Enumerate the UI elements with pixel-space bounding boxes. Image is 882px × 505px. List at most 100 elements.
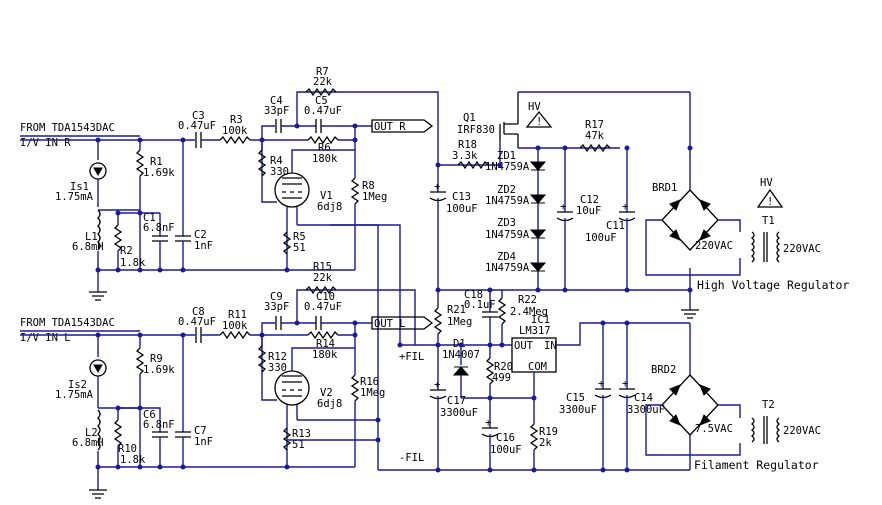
c11-val: 100uF [585,232,617,244]
zd1-ref: ZD1 [497,150,516,162]
t1-transformer [750,231,755,263]
r2-val: 1.8k [120,257,146,269]
c4-ref: C4 [270,95,283,107]
r22-ref: R22 [518,294,537,306]
zd3-ref: ZD3 [497,217,516,229]
q1-val: IRF830 [457,124,495,136]
l1-val: 6.8mH [72,241,104,253]
out-r-port [371,119,434,133]
r4-ref: R4 [270,155,283,167]
c4-capacitor [275,119,282,133]
c18-val: 0.1uF [464,299,496,311]
r20-ref: R20 [494,361,513,373]
ic1-ref: IC1 [531,314,550,326]
c10-capacitor [315,316,322,330]
brd2-ref: BRD2 [651,364,676,376]
r5-ref: R5 [293,231,306,243]
brd1-ref: BRD1 [652,182,677,194]
c16-ref: C16 [496,432,515,444]
zd3-val: 1N4759A [485,229,530,241]
r15-val: 22k [313,272,333,284]
is2-ref: Is2 [68,379,87,391]
t1-pri-label: 220VAC [783,243,821,255]
plus-fil-label: +FIL [399,351,424,363]
c5-capacitor [315,119,322,133]
r20-val: 499 [492,372,511,384]
zd4-zener [529,262,547,272]
ground-icon [89,291,107,301]
c3-ref: C3 [192,110,205,122]
input-r-line2: I/V IN R [20,137,71,149]
r21-ref: R21 [447,304,466,316]
svg-text:+: + [622,378,628,390]
zd2-ref: ZD2 [497,184,516,196]
t2-sec-label: 7.5VAC [695,423,733,435]
r12-resistor [257,345,267,373]
svg-text:+: + [622,201,628,213]
r1-val: 1.69k [143,167,175,179]
c1-capacitor [152,235,168,242]
out-r-label: OUT R [374,121,406,133]
r8-resistor [350,177,360,205]
v1-ref: V1 [320,190,333,202]
filament-regulator: +FIL -FIL R21 1Meg C18 0.1uF R22 2.4Meg … [378,289,821,472]
brd2-bridge [661,374,719,436]
r12-val: 330 [268,362,287,374]
c15-ref: C15 [566,392,585,404]
r8-val: 1Meg [362,191,387,203]
c9-ref: C9 [270,291,283,303]
v2-ref: V2 [320,387,333,399]
c6-val: 6.8nF [143,419,175,431]
out-l-port [371,316,434,330]
c11-ref: C11 [606,220,625,232]
q1-ref: Q1 [463,112,476,124]
t1-ref: T1 [762,215,775,227]
c7-capacitor [175,431,191,438]
svg-text:!: ! [767,196,773,208]
r11-resistor [219,330,251,340]
c18-ref: C18 [464,289,483,301]
c8-capacitor [195,327,202,343]
r12-ref: R12 [268,351,287,363]
r3-resistor [219,135,251,145]
zd4-val: 1N4759A [485,262,530,274]
r6-ref: R6 [318,142,331,154]
svg-text:+: + [560,201,566,213]
is2-val: 1.75mA [55,389,94,401]
r7-ref: R7 [316,66,329,78]
r17-ref: R17 [585,119,604,131]
r10-val: 1.8k [120,454,146,466]
r3-val: 100k [222,125,248,137]
c15-val: 3300uF [559,404,597,416]
l1-ref: L1 [85,231,98,243]
r11-val: 100k [222,320,248,332]
r18-val: 3.3k [452,150,478,162]
r22-resistor [497,297,507,325]
r2-resistor [113,224,123,252]
r17-resistor [579,143,611,153]
v2-val: 6dj8 [317,398,342,410]
r13-val: 51 [292,439,305,451]
is2-arrow-icon [93,364,103,374]
q1-mosfet [499,92,519,148]
svg-text:+: + [434,379,440,391]
c7-ref: C7 [194,425,207,437]
c17-ref: C17 [447,395,466,407]
r7-resistor [305,87,337,97]
r14-val: 180k [312,349,338,361]
r1-resistor [135,149,145,177]
fil-title: Filament Regulator [694,458,819,472]
r15-resistor [305,285,337,295]
c10-ref: C10 [316,291,335,303]
r10-resistor [113,419,123,447]
c12-ref: C12 [580,194,599,206]
zd2-val: 1N4759A [485,195,530,207]
c5-val: 0.47uF [304,105,342,117]
r1-ref: R1 [150,156,163,168]
hv-label-1: HV [528,101,541,113]
r9-resistor [135,347,145,375]
input-l-line2: I/V IN L [20,332,71,344]
r16-val: 1Meg [360,387,385,399]
c13-ref: C13 [452,191,471,203]
hv-regulator: R18 3.3k + C13 100uF Q1 IRF830 ! HV ZD1 … [429,91,849,319]
